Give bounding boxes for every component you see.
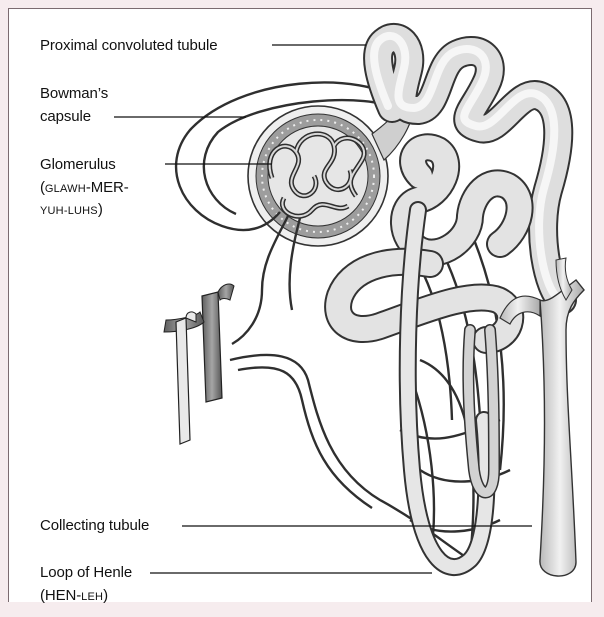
loop-pron-close: ) [103, 587, 108, 604]
label-bowmans-capsule-line2: capsule [40, 107, 91, 126]
glomerulus-pronunciation-line1: (GLAWH-MER- [40, 178, 129, 199]
pron-smallcaps-2: YUH-LUHS [40, 205, 98, 217]
collecting-duct [500, 258, 584, 576]
pron-close: ) [98, 201, 103, 218]
glomerulus-pronunciation-line2: YUH-LUHS) [40, 200, 103, 221]
label-bowmans-capsule-line1: Bowman’s [40, 84, 108, 103]
pron-mid: -MER- [86, 179, 129, 196]
loop-pronunciation: (HEN-LEH) [40, 586, 108, 607]
label-glomerulus: Glomerulus [40, 155, 116, 174]
renal-vessels [164, 284, 234, 444]
loop-pron-smallcaps: LEH [81, 591, 103, 603]
loop-pron-open: (HEN- [40, 587, 81, 604]
pron-smallcaps-1: GLAWH [45, 183, 86, 195]
label-collecting-tubule: Collecting tubule [40, 516, 149, 535]
label-proximal-convoluted-tubule: Proximal convoluted tubule [40, 36, 218, 55]
label-loop-of-henle: Loop of Henle [40, 563, 132, 582]
